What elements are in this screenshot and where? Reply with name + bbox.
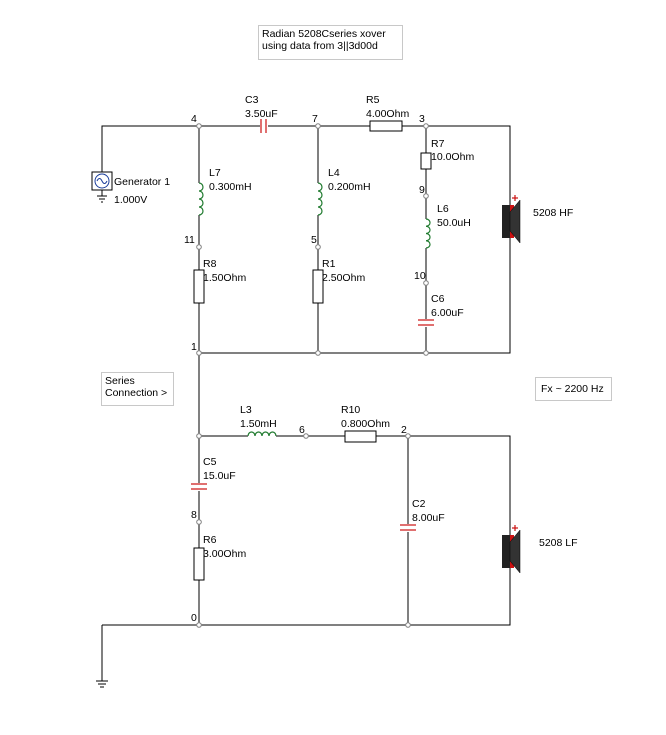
- c6-value: 6.00uF: [431, 307, 464, 319]
- node-5-dot[interactable]: [315, 244, 321, 250]
- node-11-dot[interactable]: [196, 244, 202, 250]
- inductor-l3[interactable]: [247, 431, 277, 437]
- series-connection-note: Series Connection >: [101, 372, 174, 406]
- capacitor-c2[interactable]: [400, 524, 416, 531]
- junction-dot[interactable]: [423, 350, 429, 356]
- node-3-label: 3: [419, 113, 425, 125]
- junction-dot[interactable]: [315, 350, 321, 356]
- resistor-r10[interactable]: [344, 430, 377, 443]
- l7-value: 0.300mH: [209, 181, 252, 193]
- node-10-dot[interactable]: [423, 280, 429, 286]
- c6-name: C6: [431, 293, 445, 305]
- r1-name: R1: [322, 258, 336, 270]
- resistor-r5[interactable]: [369, 120, 403, 132]
- node-7-dot[interactable]: [315, 123, 321, 129]
- inductor-l7[interactable]: [198, 182, 204, 216]
- junction-dot[interactable]: [405, 622, 411, 628]
- resistor-r6[interactable]: [193, 547, 205, 581]
- c5-name: C5: [203, 456, 217, 468]
- generator-ground-icon: [97, 195, 107, 203]
- fx-note-text: Fx ~ 2200 Hz: [541, 383, 604, 395]
- speaker-hf-label: 5208 HF: [533, 207, 573, 219]
- node-1-label: 1: [191, 341, 197, 353]
- resistor-r1[interactable]: [312, 269, 324, 304]
- lf-wires: [101, 435, 511, 681]
- node-9-label: 9: [419, 184, 425, 196]
- capacitor-c5[interactable]: [191, 483, 207, 490]
- c5-value: 15.0uF: [203, 470, 236, 482]
- series-note-line2: Connection >: [105, 387, 168, 399]
- r1-value: 2.50Ohm: [322, 272, 365, 284]
- l6-value: 50.0uH: [437, 217, 471, 229]
- node-0-dot[interactable]: [196, 622, 202, 628]
- capacitor-c3[interactable]: [260, 119, 267, 133]
- node-6-label: 6: [299, 424, 305, 436]
- title-note-line2: using data from 3||3d00d: [262, 40, 378, 52]
- node-0-label: 0: [191, 612, 197, 624]
- r5-value: 4.00Ohm: [366, 108, 409, 120]
- node-11-label: 11: [184, 234, 195, 246]
- fx-note: Fx ~ 2200 Hz: [535, 377, 612, 401]
- r8-name: R8: [203, 258, 217, 270]
- node-3-dot[interactable]: [423, 123, 429, 129]
- r7-name: R7: [431, 138, 445, 150]
- speaker-lf-label: 5208 LF: [539, 537, 578, 549]
- node-dots: [196, 123, 429, 628]
- c3-name: C3: [245, 94, 259, 106]
- node-8-dot[interactable]: [196, 519, 202, 525]
- ground-icon: [96, 680, 108, 688]
- node-2-label: 2: [401, 424, 407, 436]
- l4-name: L4: [328, 167, 340, 179]
- node-1-dot[interactable]: [196, 350, 202, 356]
- generator-name: Generator 1: [114, 176, 170, 188]
- r6-value: 3.00Ohm: [203, 548, 246, 560]
- inductor-l6[interactable]: [425, 218, 431, 249]
- title-note: Radian 5208Cseries xover using data from…: [258, 25, 403, 60]
- speaker-lf-icon[interactable]: [502, 525, 521, 574]
- node-5-label: 5: [311, 234, 317, 246]
- l3-name: L3: [240, 404, 252, 416]
- node-6-dot[interactable]: [303, 433, 309, 439]
- node-4-label: 4: [191, 113, 197, 125]
- resistor-r7[interactable]: [420, 152, 432, 170]
- l4-value: 0.200mH: [328, 181, 371, 193]
- node-4-dot[interactable]: [196, 123, 202, 129]
- ac-source-icon[interactable]: [91, 171, 113, 191]
- l3-value: 1.50mH: [240, 418, 277, 430]
- c3-value: 3.50uF: [245, 108, 278, 120]
- junction-dot[interactable]: [196, 433, 202, 439]
- node-10-label: 10: [414, 270, 426, 282]
- r10-value: 0.800Ohm: [341, 418, 390, 430]
- inductor-l4[interactable]: [317, 182, 323, 216]
- generator-value: 1.000V: [114, 194, 147, 206]
- node-8-label: 8: [191, 509, 197, 521]
- capacitor-c6[interactable]: [418, 319, 434, 326]
- r5-name: R5: [366, 94, 380, 106]
- title-note-line1: Radian 5208Cseries xover: [262, 28, 386, 40]
- resistor-r8[interactable]: [193, 269, 205, 304]
- node-7-label: 7: [312, 113, 318, 125]
- series-note-line1: Series: [105, 375, 135, 387]
- r6-name: R6: [203, 534, 217, 546]
- hf-wires: [101, 125, 511, 436]
- l7-name: L7: [209, 167, 221, 179]
- speaker-hf-icon[interactable]: [502, 195, 521, 244]
- r7-value: 10.0Ohm: [431, 151, 474, 163]
- c2-value: 8.00uF: [412, 512, 445, 524]
- c2-name: C2: [412, 498, 426, 510]
- node-9-dot[interactable]: [423, 193, 429, 199]
- node-2-dot[interactable]: [405, 433, 411, 439]
- r10-name: R10: [341, 404, 360, 416]
- l6-name: L6: [437, 203, 449, 215]
- r8-value: 1.50Ohm: [203, 272, 246, 284]
